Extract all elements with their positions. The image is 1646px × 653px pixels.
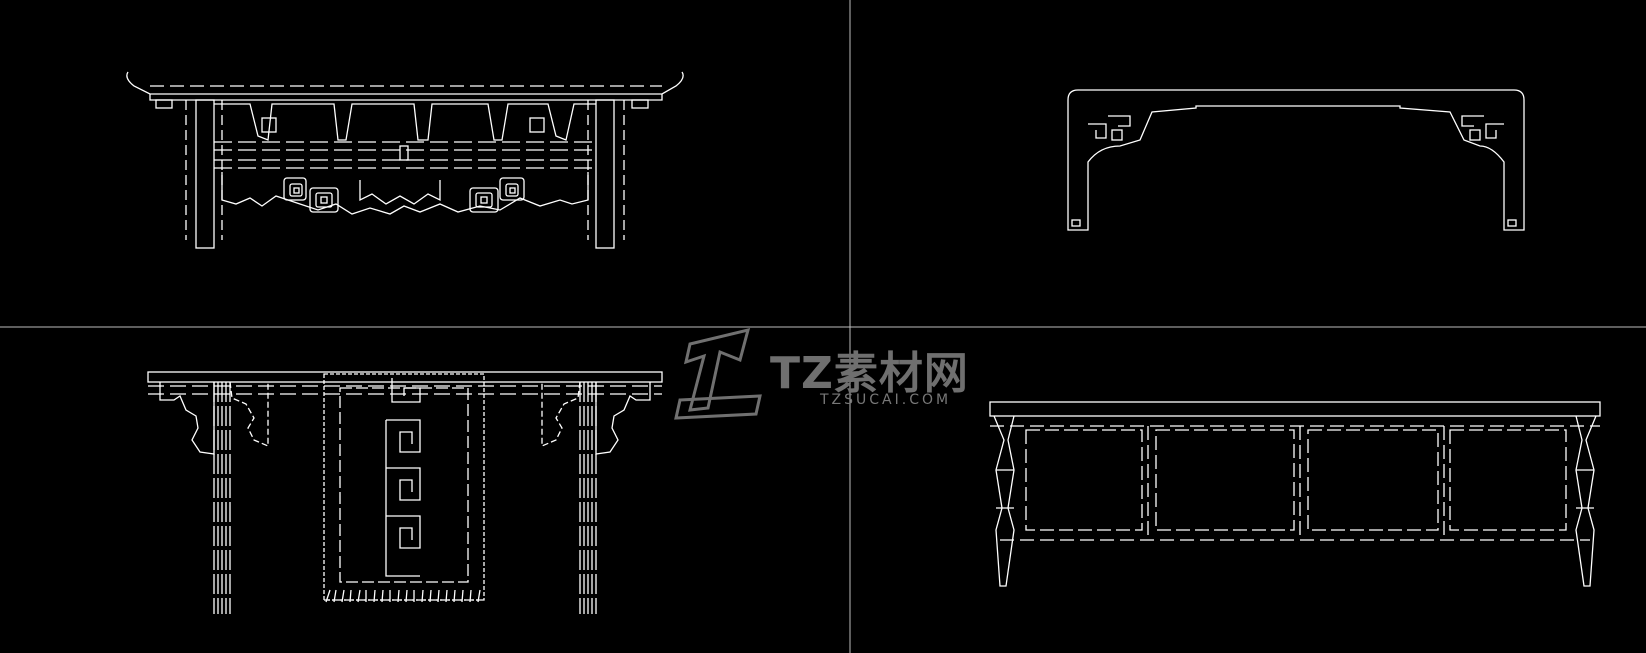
spiral-motif-4 [499, 177, 525, 201]
spiral-motif-3 [469, 187, 499, 213]
watermark-brand: TZ素材网 [770, 348, 969, 399]
front-elevation-upper [126, 71, 684, 249]
watermark-logo-icon [674, 327, 762, 420]
table-top [147, 371, 663, 383]
leg-right-lines [579, 382, 597, 614]
side-frame-outline [1067, 89, 1525, 231]
leg-right [595, 99, 615, 249]
watermark-url: TZSUCAI.COM [820, 392, 952, 408]
upturned-top-outline [126, 71, 684, 95]
baluster-leg-right [1575, 415, 1597, 587]
altar-cloth-outline [323, 373, 485, 601]
leg-left-lines [213, 382, 231, 614]
front-elevation-lower [147, 371, 663, 614]
plan-panels [1025, 426, 1567, 540]
plan-top-board [989, 401, 1601, 417]
meander-pattern [385, 378, 421, 577]
baluster-leg-left [993, 415, 1015, 587]
plan-view [989, 401, 1601, 587]
side-elevation [1067, 89, 1525, 231]
spiral-motif-1 [283, 177, 307, 201]
spiral-motif-2 [309, 187, 339, 213]
leg-left [195, 99, 215, 249]
